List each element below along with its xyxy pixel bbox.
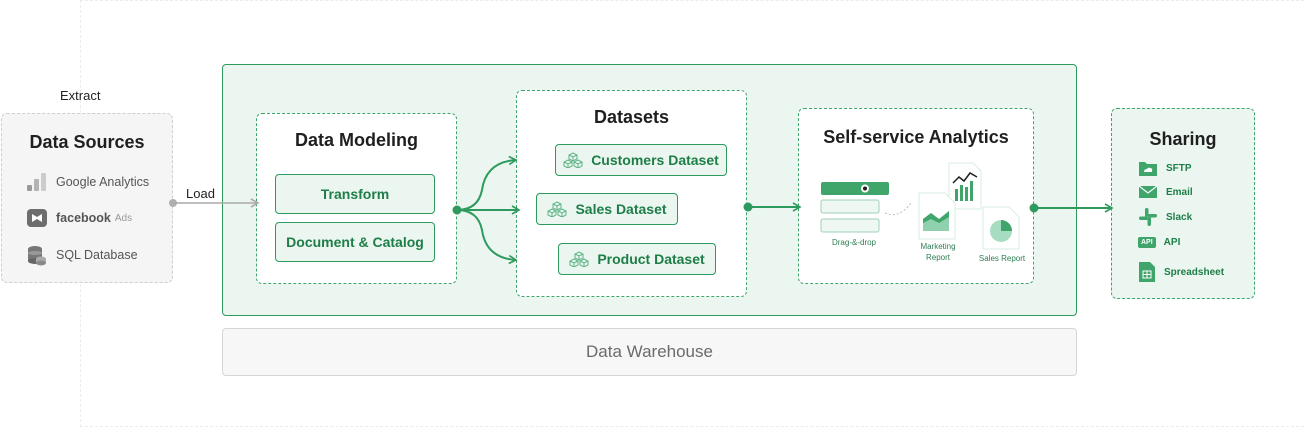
data-warehouse-label: Data Warehouse <box>586 342 713 361</box>
marketing-report-icon <box>918 192 956 240</box>
source-sql-database: SQL Database <box>26 244 138 266</box>
share-label: Email <box>1166 186 1193 198</box>
load-label: Load <box>186 186 215 201</box>
share-label: API <box>1163 237 1181 248</box>
transform-label: Transform <box>320 186 390 202</box>
dataset-label: Sales Dataset <box>575 201 667 217</box>
share-api: API API <box>1138 237 1180 248</box>
email-icon <box>1138 185 1158 198</box>
sharing-card: Sharing SFTP Email Slack API API <box>1111 108 1255 299</box>
share-email: Email <box>1138 185 1193 199</box>
datasets-to-analytics-arrow <box>743 202 802 212</box>
share-spreadsheet: Spreadsheet <box>1138 261 1224 283</box>
share-slack: Slack <box>1138 207 1192 227</box>
data-sources-card: Data Sources Google Analytics facebook A… <box>1 113 173 283</box>
source-facebook-ads: facebook Ads <box>26 208 132 228</box>
cubes-icon <box>563 152 583 168</box>
data-modeling-title: Data Modeling <box>294 130 418 150</box>
share-label: SFTP <box>1166 162 1192 174</box>
data-modeling-card: Data Modeling Transform Document & Catal… <box>256 113 457 284</box>
share-sftp: SFTP <box>1138 159 1192 177</box>
database-icon <box>28 246 46 266</box>
marketing-report-label: Marketing Report <box>913 241 963 263</box>
folder-cloud-icon <box>1139 162 1157 176</box>
google-analytics-icon <box>27 173 46 191</box>
sales-report-label: Sales Report <box>978 254 1026 263</box>
source-google-analytics: Google Analytics <box>26 172 149 192</box>
dataset-customers[interactable]: Customers Dataset <box>555 144 727 176</box>
transform-step[interactable]: Transform <box>275 174 435 214</box>
extract-label: Extract <box>60 88 101 103</box>
document-catalog-step[interactable]: Document & Catalog <box>275 222 435 262</box>
source-label: SQL Database <box>56 248 138 262</box>
dataset-label: Product Dataset <box>597 251 705 267</box>
datasets-title: Datasets <box>593 107 670 127</box>
datasets-card: Datasets Customers Dataset Sales Dataset <box>516 90 747 297</box>
analytics-to-sharing-arrow <box>1029 203 1114 213</box>
trend-chart-icon <box>948 162 982 210</box>
cubes-icon <box>569 251 589 267</box>
dataset-product[interactable]: Product Dataset <box>558 243 716 275</box>
dataset-label: Customers Dataset <box>591 152 719 168</box>
data-sources-title: Data Sources <box>29 132 145 152</box>
sales-report-icon <box>982 206 1020 250</box>
dataset-sales[interactable]: Sales Dataset <box>536 193 678 225</box>
source-label: facebook <box>56 211 111 225</box>
drag-drop-illustration <box>820 182 912 233</box>
sharing-title: Sharing <box>1149 129 1217 149</box>
marketing-report-line: Report <box>925 253 950 262</box>
source-label: Google Analytics <box>56 175 150 189</box>
marketing-report-line: Marketing <box>920 242 956 251</box>
analytics-card: Self-service Analytics Drag-&-drop Marke… <box>798 108 1034 284</box>
spreadsheet-icon <box>1139 262 1155 282</box>
slack-icon <box>1139 208 1157 226</box>
source-sublabel: Ads <box>114 212 133 224</box>
facebook-ads-icon <box>27 209 47 227</box>
analytics-title: Self-service Analytics <box>823 127 1009 147</box>
share-label: Slack <box>1166 211 1193 223</box>
load-arrow <box>169 198 260 208</box>
document-catalog-label: Document & Catalog <box>286 234 424 250</box>
share-label: Spreadsheet <box>1164 266 1225 278</box>
drag-drop-label: Drag-&-drop <box>831 238 876 247</box>
api-icon: API <box>1138 237 1156 248</box>
modeling-to-datasets-arrows <box>452 155 521 265</box>
cubes-icon <box>547 201 567 217</box>
data-warehouse-bar: Data Warehouse <box>222 328 1077 376</box>
